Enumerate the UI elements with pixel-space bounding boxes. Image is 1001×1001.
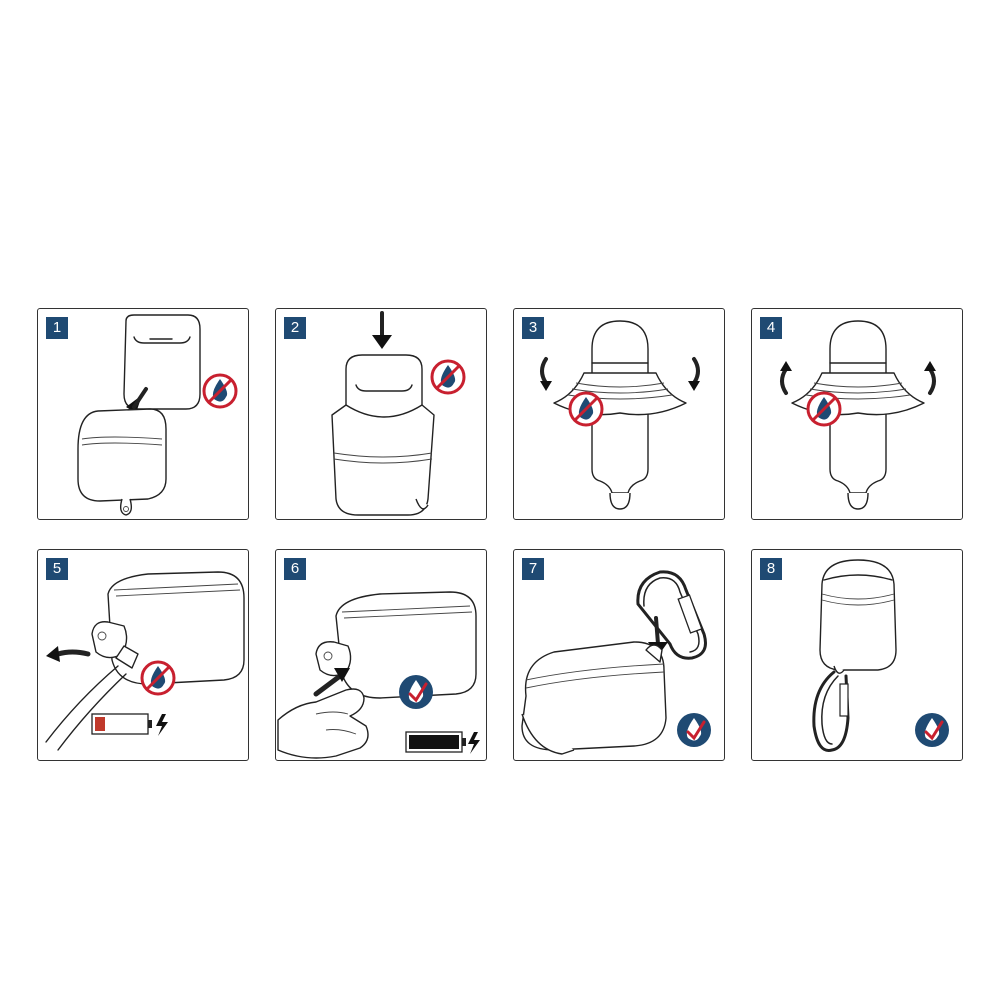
step-number-badge: 4 — [760, 317, 782, 339]
battery-low-icon — [91, 713, 168, 736]
step-number-badge: 8 — [760, 558, 782, 580]
airpods-case-separate-illustration — [77, 314, 201, 516]
carabiner-attach-illustration — [521, 570, 707, 755]
water-ok-icon — [915, 713, 949, 747]
no-water-icon — [430, 359, 466, 395]
water-ok-icon — [677, 713, 711, 747]
step-panel-7: 7 — [513, 549, 725, 761]
step-panel-3: 3 — [513, 308, 725, 520]
step-panel-6: 6 — [275, 549, 487, 761]
no-water-icon — [140, 660, 176, 696]
assembled-case-illustration — [812, 559, 897, 752]
step-number-badge: 2 — [284, 317, 306, 339]
airpods-case-insert-illustration — [331, 311, 435, 516]
step-panel-4: 4 — [751, 308, 963, 520]
step-number-badge: 3 — [522, 317, 544, 339]
step-panel-2: 2 — [275, 308, 487, 520]
step-number-badge: 7 — [522, 558, 544, 580]
no-water-icon — [568, 391, 604, 427]
no-water-icon — [202, 373, 238, 409]
charging-port-close-illustration — [277, 591, 477, 759]
charging-port-open-illustration — [45, 571, 245, 751]
step-number-badge: 1 — [46, 317, 68, 339]
battery-full-icon — [405, 731, 480, 754]
step-number-badge: 6 — [284, 558, 306, 580]
step-panel-1: 1 — [37, 308, 249, 520]
step-panel-5: 5 — [37, 549, 249, 761]
step-number-badge: 5 — [46, 558, 68, 580]
step-panel-8: 8 — [751, 549, 963, 761]
water-ok-icon — [399, 675, 433, 709]
no-water-icon — [806, 391, 842, 427]
